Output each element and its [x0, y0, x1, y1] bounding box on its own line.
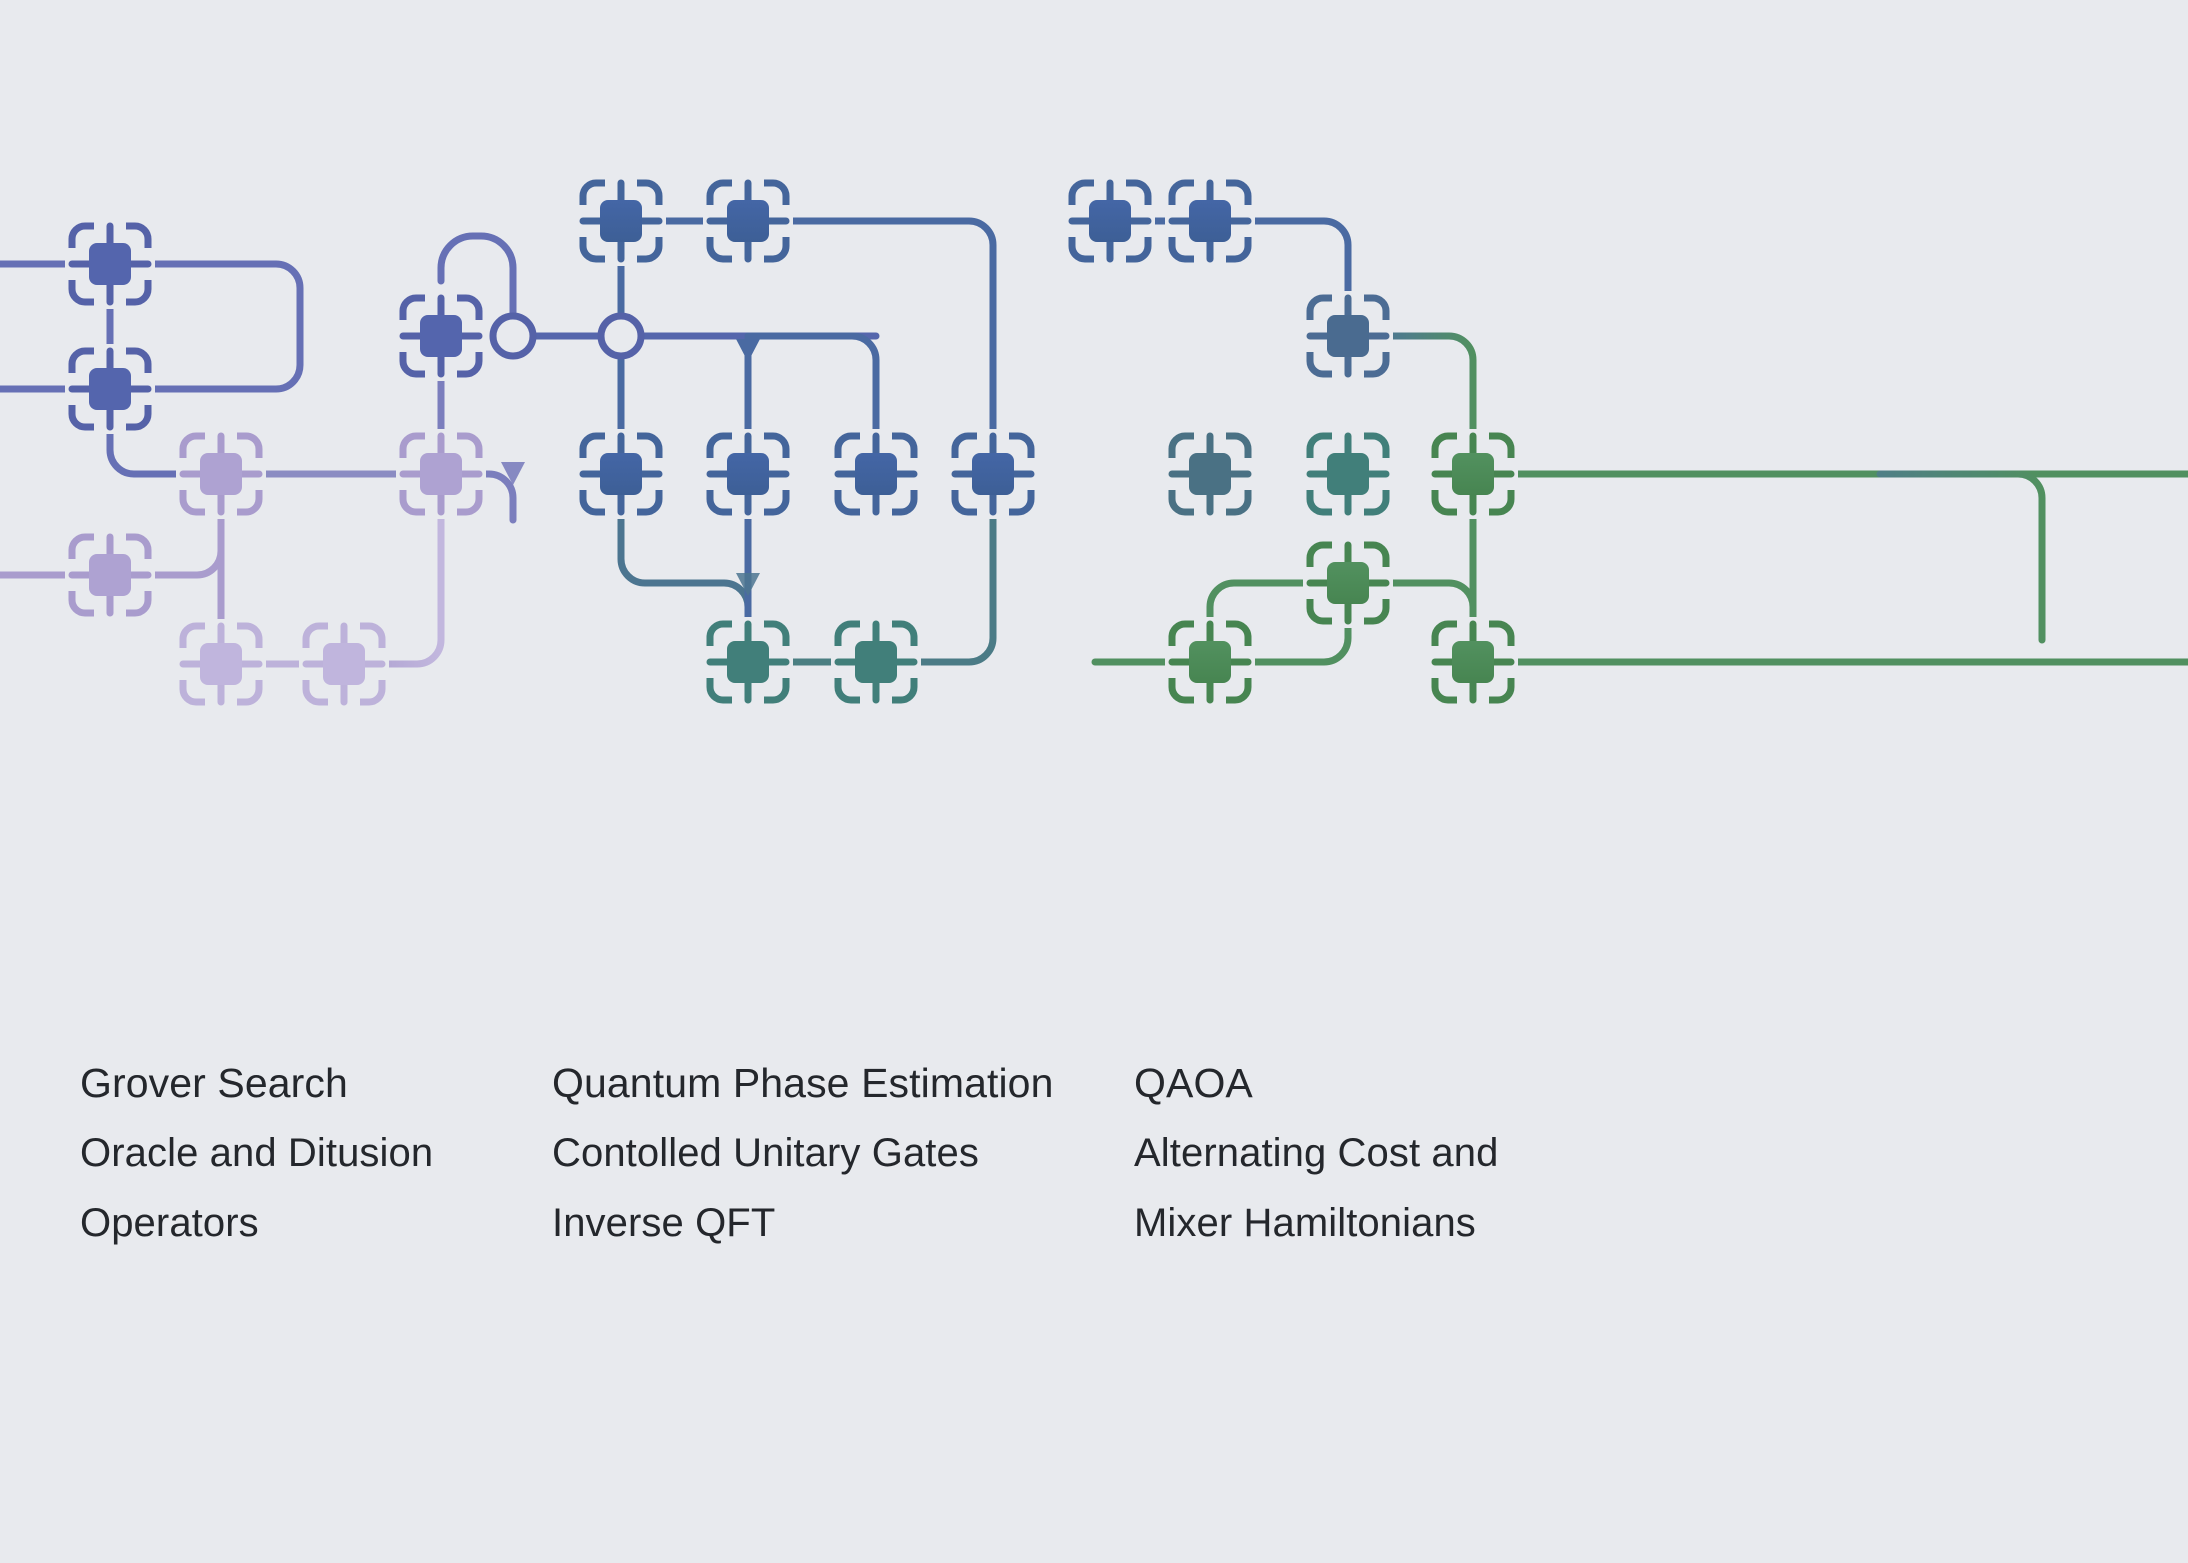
control-dots [489, 312, 645, 360]
caption-qpe: Quantum Phase Estimation Contolled Unita… [552, 1048, 1054, 1258]
gate-node[interactable] [703, 429, 793, 519]
gate-core [972, 453, 1014, 495]
junction-wedges [501, 339, 760, 596]
gate-node[interactable] [1303, 291, 1393, 381]
gate-node[interactable] [948, 429, 1038, 519]
gate-core [727, 641, 769, 683]
wire-qaoa-336-right [1344, 332, 1477, 478]
gate-core [89, 554, 131, 596]
caption-qaoa-line3: Mixer Hamiltonians [1134, 1201, 1476, 1245]
control-dot-open[interactable] [597, 312, 645, 360]
caption-qaoa-line2: Alternating Cost and [1134, 1131, 1499, 1175]
wire-hook-curve [437, 232, 517, 340]
gate-core [1452, 453, 1494, 495]
caption-qaoa-title: QAOA [1134, 1060, 1253, 1106]
gate-core [1327, 315, 1369, 357]
gate-core [323, 643, 365, 685]
gate-core [89, 368, 131, 410]
caption-qaoa: QAOA Alternating Cost and Mixer Hamilton… [1134, 1048, 1498, 1258]
qaoa-wires [1091, 217, 2188, 666]
gate-core [1189, 641, 1231, 683]
caption-grover-line3: Operators [80, 1201, 259, 1245]
gate-core [600, 453, 642, 495]
control-dot-open[interactable] [489, 312, 537, 360]
section-dividers [510, 467, 1098, 1268]
gate-core [420, 453, 462, 495]
caption-qpe-line3: Inverse QFT [552, 1201, 776, 1245]
wire-qaoa-lowmid-left [1206, 579, 1352, 642]
gate-node[interactable] [1065, 176, 1155, 266]
gate-node[interactable] [65, 530, 155, 620]
gate-node[interactable] [1428, 429, 1518, 519]
wire-grover-q4-right [340, 470, 445, 668]
gate-core [89, 243, 131, 285]
gate-node[interactable] [65, 344, 155, 434]
gate-node[interactable] [1303, 429, 1393, 519]
gate-node[interactable] [299, 619, 389, 709]
gate-core [1089, 200, 1131, 242]
gate-node[interactable] [65, 219, 155, 309]
gate-core [1189, 200, 1231, 242]
gate-node[interactable] [1428, 617, 1518, 707]
gate-node[interactable] [1165, 617, 1255, 707]
wedge-c [501, 462, 525, 485]
gate-core [1189, 453, 1231, 495]
gate-node[interactable] [1165, 429, 1255, 519]
gate-node[interactable] [703, 176, 793, 266]
gate-core [420, 315, 462, 357]
gate-core [200, 453, 242, 495]
gate-core [200, 643, 242, 685]
caption-grover-title: Grover Search [80, 1060, 348, 1106]
gate-core [727, 453, 769, 495]
wire-qpe-top-row [617, 217, 997, 478]
wire-qpe-621-low [617, 470, 752, 666]
gate-node[interactable] [1165, 176, 1255, 266]
wire-qaoa-far-elbow [1876, 470, 2046, 644]
wire-qpe-low-right [872, 470, 997, 666]
gate-core [600, 200, 642, 242]
gate-nodes [65, 176, 1518, 709]
gate-node[interactable] [1303, 538, 1393, 628]
gate-node[interactable] [831, 617, 921, 707]
gate-node[interactable] [831, 429, 921, 519]
gate-core [1327, 562, 1369, 604]
gate-core [855, 453, 897, 495]
wire-qaoa-top-elbow [1206, 217, 1352, 340]
wedge-a [736, 339, 760, 362]
wire-grover-q0-right [106, 260, 304, 393]
wire-grover-v1-mid [106, 385, 225, 478]
gate-core [1327, 453, 1369, 495]
gate-core [855, 641, 897, 683]
gate-node[interactable] [576, 176, 666, 266]
caption-qpe-title: Quantum Phase Estimation [552, 1060, 1054, 1106]
gate-node[interactable] [396, 429, 486, 519]
wedge-b [736, 573, 760, 596]
gate-node[interactable] [176, 619, 266, 709]
gate-node[interactable] [396, 291, 486, 381]
caption-grover-line2: Oracle and Ditusion [80, 1131, 434, 1175]
wire-qaoa-v1348b [1230, 579, 1352, 666]
gate-node[interactable] [703, 617, 793, 707]
caption-grover: Grover Search Oracle and Ditusion Operat… [80, 1048, 433, 1258]
gate-node[interactable] [576, 429, 666, 519]
wire-anc-elbow-876 [748, 332, 880, 478]
gate-core [727, 200, 769, 242]
gate-core [1452, 641, 1494, 683]
gate-node[interactable] [176, 429, 266, 519]
caption-qpe-line2: Contolled Unitary Gates [552, 1131, 979, 1175]
